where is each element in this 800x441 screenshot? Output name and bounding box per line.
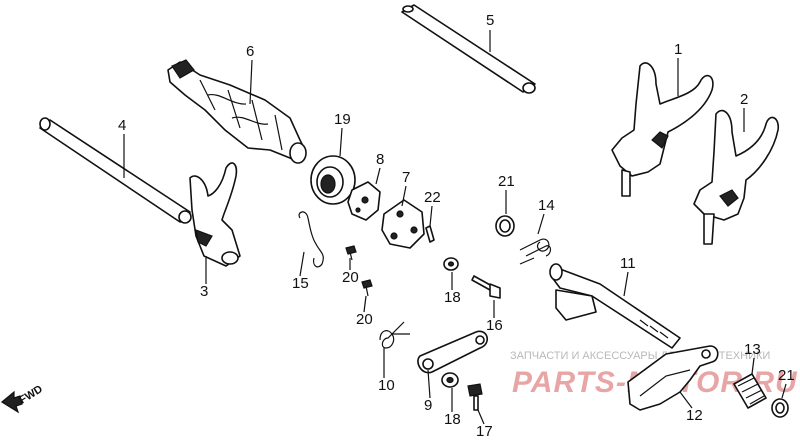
label-18-lower: 18 bbox=[444, 411, 461, 428]
label-8: 8 bbox=[376, 151, 384, 168]
part-18-washer-upper[interactable] bbox=[443, 257, 459, 271]
part-3-shift-fork[interactable] bbox=[189, 162, 241, 267]
part-20-bolt-lower[interactable] bbox=[361, 279, 373, 297]
label-14: 14 bbox=[538, 197, 555, 214]
watermark-caption: ЗАПЧАСТИ И АКСЕССУАРЫ ДЛЯ МОТОТЕХНИКИ bbox=[510, 350, 770, 362]
callout-labels: 5 1 2 4 6 19 8 7 22 21 14 11 3 15 20 20 … bbox=[118, 12, 795, 440]
label-2: 2 bbox=[740, 91, 748, 108]
label-17: 17 bbox=[476, 423, 493, 440]
label-13: 13 bbox=[744, 341, 761, 358]
part-22-pin[interactable] bbox=[425, 225, 435, 243]
label-18-upper: 18 bbox=[444, 289, 461, 306]
part-17-bolt[interactable] bbox=[467, 383, 483, 411]
label-21-upper: 21 bbox=[498, 173, 515, 190]
label-21-lower: 21 bbox=[778, 367, 795, 384]
label-3: 3 bbox=[200, 283, 208, 300]
part-20-bolt-upper[interactable] bbox=[345, 245, 357, 261]
part-14-spring[interactable] bbox=[519, 238, 552, 265]
label-16: 16 bbox=[486, 317, 503, 334]
fwd-arrow: FWD bbox=[0, 383, 45, 414]
part-13-spring[interactable] bbox=[733, 373, 767, 409]
label-20-lower: 20 bbox=[356, 311, 373, 328]
part-1-shift-fork[interactable] bbox=[611, 62, 714, 197]
part-16-bolt[interactable] bbox=[471, 275, 501, 299]
label-1: 1 bbox=[674, 41, 682, 58]
fwd-label: FWD bbox=[17, 383, 45, 406]
part-8-plate[interactable] bbox=[347, 181, 381, 221]
part-6-shift-drum[interactable] bbox=[167, 59, 307, 164]
part-9-shift-arm[interactable] bbox=[417, 330, 488, 374]
label-22: 22 bbox=[424, 189, 441, 206]
part-18-washer-lower[interactable] bbox=[441, 372, 459, 388]
label-12: 12 bbox=[686, 407, 703, 424]
part-10-spring[interactable] bbox=[379, 321, 410, 349]
part-7-drum-center[interactable] bbox=[381, 199, 425, 249]
part-5-rod[interactable] bbox=[401, 4, 536, 94]
label-9: 9 bbox=[424, 397, 432, 414]
part-21-circlip-upper[interactable] bbox=[495, 215, 515, 237]
part-21-circlip-lower[interactable] bbox=[771, 398, 789, 418]
part-15-spring-clip[interactable] bbox=[298, 211, 324, 268]
label-6: 6 bbox=[246, 43, 254, 60]
label-4: 4 bbox=[118, 117, 126, 134]
label-10: 10 bbox=[378, 377, 395, 394]
leader-lines bbox=[123, 30, 787, 425]
part-2-shift-fork[interactable] bbox=[693, 109, 780, 245]
label-7: 7 bbox=[402, 169, 410, 186]
part-11-shift-spindle[interactable] bbox=[549, 263, 681, 349]
label-19: 19 bbox=[334, 111, 351, 128]
part-4-rod[interactable] bbox=[39, 117, 192, 224]
label-15: 15 bbox=[292, 275, 309, 292]
label-20-upper: 20 bbox=[342, 269, 359, 286]
label-5: 5 bbox=[486, 12, 494, 29]
part-12-plate[interactable] bbox=[627, 345, 719, 411]
part-19-bearing[interactable] bbox=[310, 155, 356, 205]
label-11: 11 bbox=[620, 255, 636, 272]
